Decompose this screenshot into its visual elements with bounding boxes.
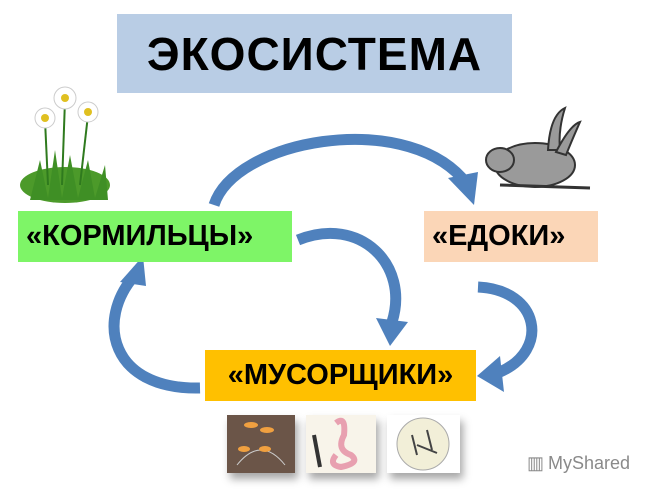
producers-node: «КОРМИЛЬЦЫ»: [18, 211, 292, 262]
arrow-consumers-to-decomposers: [477, 281, 538, 378]
watermark: ▥ MyShared: [527, 453, 630, 474]
arrow-decomposers-to-producers: [108, 271, 201, 394]
arrowhead-icon: [120, 256, 146, 286]
arrowhead-icon: [376, 318, 408, 346]
arrowhead-icon: [477, 356, 504, 392]
flowers-image: [20, 86, 110, 203]
soil-organisms-image: [387, 415, 460, 473]
rabbit-image: [485, 106, 591, 190]
watermark-text: MyShared: [548, 453, 631, 473]
arrow-producers-to-consumers: [208, 134, 467, 208]
presentation-icon: ▥: [527, 453, 545, 473]
arrow-producers-to-decomposers: [295, 227, 402, 324]
worm-image: [306, 415, 376, 473]
consumers-node: «ЕДОКИ»: [424, 211, 598, 262]
decomposers-node: «МУСОРЩИКИ»: [205, 350, 476, 401]
page-title: ЭКОСИСТЕМА: [117, 14, 512, 93]
arrowhead-icon: [448, 172, 478, 205]
fungi-image: [227, 415, 295, 473]
